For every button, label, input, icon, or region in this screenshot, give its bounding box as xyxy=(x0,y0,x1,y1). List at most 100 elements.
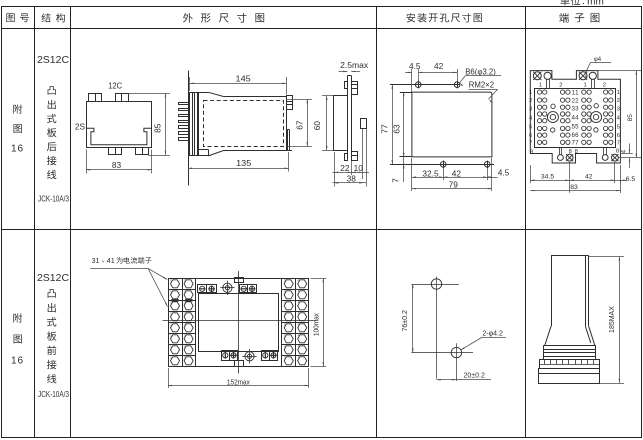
svg-text:152max: 152max xyxy=(227,378,250,387)
svg-text:2S: 2S xyxy=(75,121,86,131)
svg-text:RM2×2: RM2×2 xyxy=(469,80,494,89)
svg-text:83: 83 xyxy=(112,160,122,170)
svg-text:4: 4 xyxy=(298,334,300,338)
svg-text:7: 7 xyxy=(617,140,620,146)
svg-text:1: 1 xyxy=(575,89,579,96)
svg-text:3: 3 xyxy=(617,106,620,112)
svg-text:JCK-10A/3: JCK-10A/3 xyxy=(38,390,69,399)
svg-text:100max: 100max xyxy=(312,313,321,336)
svg-text:20±0.2: 20±0.2 xyxy=(464,372,485,379)
svg-text:7: 7 xyxy=(529,140,532,146)
svg-text:67: 67 xyxy=(295,120,305,130)
svg-text:85: 85 xyxy=(152,123,162,133)
svg-text:34.5: 34.5 xyxy=(541,174,554,181)
svg-text:3: 3 xyxy=(284,301,286,305)
svg-text:1: 1 xyxy=(583,82,586,88)
svg-text:5: 5 xyxy=(571,124,575,131)
svg-text:1: 1 xyxy=(170,301,172,305)
svg-text:1: 1 xyxy=(170,290,172,294)
svg-text:4: 4 xyxy=(298,345,300,349)
svg-text:4: 4 xyxy=(298,356,300,360)
svg-text:3: 3 xyxy=(575,106,579,113)
svg-text:7: 7 xyxy=(575,140,579,147)
svg-text:5: 5 xyxy=(529,125,532,131)
svg-text:79: 79 xyxy=(449,179,459,189)
svg-text:B6(φ3.2): B6(φ3.2) xyxy=(465,67,496,76)
svg-text:4: 4 xyxy=(622,149,628,153)
svg-text:2: 2 xyxy=(571,97,575,104)
svg-text:4: 4 xyxy=(298,301,300,305)
svg-text:3: 3 xyxy=(571,106,575,113)
svg-text:6: 6 xyxy=(575,132,579,139)
svg-text:6.5: 6.5 xyxy=(626,176,636,183)
svg-text:8: 8 xyxy=(616,149,619,155)
svg-text:2: 2 xyxy=(529,98,532,104)
svg-text::: : xyxy=(582,0,585,7)
svg-text:4: 4 xyxy=(298,290,300,294)
svg-text:1: 1 xyxy=(617,90,620,96)
svg-text:2: 2 xyxy=(184,301,186,305)
svg-text:4.5: 4.5 xyxy=(409,61,421,71)
svg-text:1: 1 xyxy=(539,82,542,88)
svg-text:32.5: 32.5 xyxy=(422,168,439,178)
svg-text:1: 1 xyxy=(170,312,172,316)
svg-text:83: 83 xyxy=(570,184,578,191)
svg-text:42: 42 xyxy=(452,168,462,178)
svg-text:2: 2 xyxy=(603,82,606,88)
svg-text:16: 16 xyxy=(11,144,24,155)
svg-text:41: 41 xyxy=(107,256,115,265)
svg-text:2.5max: 2.5max xyxy=(340,60,369,70)
svg-text:3: 3 xyxy=(284,345,286,349)
svg-text:3: 3 xyxy=(284,334,286,338)
svg-text:3: 3 xyxy=(284,279,286,283)
svg-text:38: 38 xyxy=(347,174,357,184)
svg-text:1: 1 xyxy=(170,334,172,338)
svg-text:2: 2 xyxy=(184,323,186,327)
svg-text:4: 4 xyxy=(298,312,300,316)
svg-text:2: 2 xyxy=(184,312,186,316)
svg-text:2: 2 xyxy=(184,356,186,360)
svg-text:2: 2 xyxy=(184,290,186,294)
svg-text:6: 6 xyxy=(529,133,532,139)
svg-text:2: 2 xyxy=(184,279,186,283)
svg-text:8: 8 xyxy=(569,149,572,155)
svg-text:60: 60 xyxy=(312,121,322,131)
svg-text:42: 42 xyxy=(585,174,593,181)
svg-text:8: 8 xyxy=(530,149,533,155)
svg-text:10: 10 xyxy=(354,163,364,173)
svg-text:2: 2 xyxy=(575,97,579,104)
svg-text:77: 77 xyxy=(380,124,390,134)
svg-text:4: 4 xyxy=(571,115,575,122)
svg-text:3: 3 xyxy=(284,312,286,316)
svg-text:6: 6 xyxy=(617,133,620,139)
svg-text:12C: 12C xyxy=(108,80,122,90)
svg-text:JCK-10A/3: JCK-10A/3 xyxy=(38,195,69,204)
svg-text:2: 2 xyxy=(559,82,562,88)
svg-text:145: 145 xyxy=(236,73,252,83)
svg-text:4: 4 xyxy=(617,115,621,121)
svg-text:2S12C: 2S12C xyxy=(37,54,70,66)
svg-text:2: 2 xyxy=(184,345,186,349)
svg-text:22: 22 xyxy=(340,163,350,173)
svg-text:1: 1 xyxy=(170,356,172,360)
svg-text:135: 135 xyxy=(236,158,252,168)
svg-text:63: 63 xyxy=(392,124,402,134)
svg-text:5: 5 xyxy=(617,125,620,131)
svg-text:6: 6 xyxy=(571,132,575,139)
svg-text:3: 3 xyxy=(529,106,532,112)
svg-text:31: 31 xyxy=(92,256,100,265)
svg-text:2: 2 xyxy=(617,98,620,104)
svg-text:7: 7 xyxy=(391,178,401,183)
svg-text:1: 1 xyxy=(571,89,575,96)
svg-text:1: 1 xyxy=(170,345,172,349)
svg-text:φ4: φ4 xyxy=(594,57,602,63)
svg-text:5: 5 xyxy=(575,124,579,131)
svg-text:2S12C: 2S12C xyxy=(37,272,70,284)
svg-text:4: 4 xyxy=(298,279,300,283)
svg-text:85: 85 xyxy=(627,114,634,122)
svg-text:4.5: 4.5 xyxy=(498,168,510,178)
svg-text:2-φ4.2: 2-φ4.2 xyxy=(482,330,503,337)
svg-text:4: 4 xyxy=(298,323,300,327)
svg-text:3: 3 xyxy=(284,356,286,360)
svg-text:7: 7 xyxy=(571,140,575,147)
